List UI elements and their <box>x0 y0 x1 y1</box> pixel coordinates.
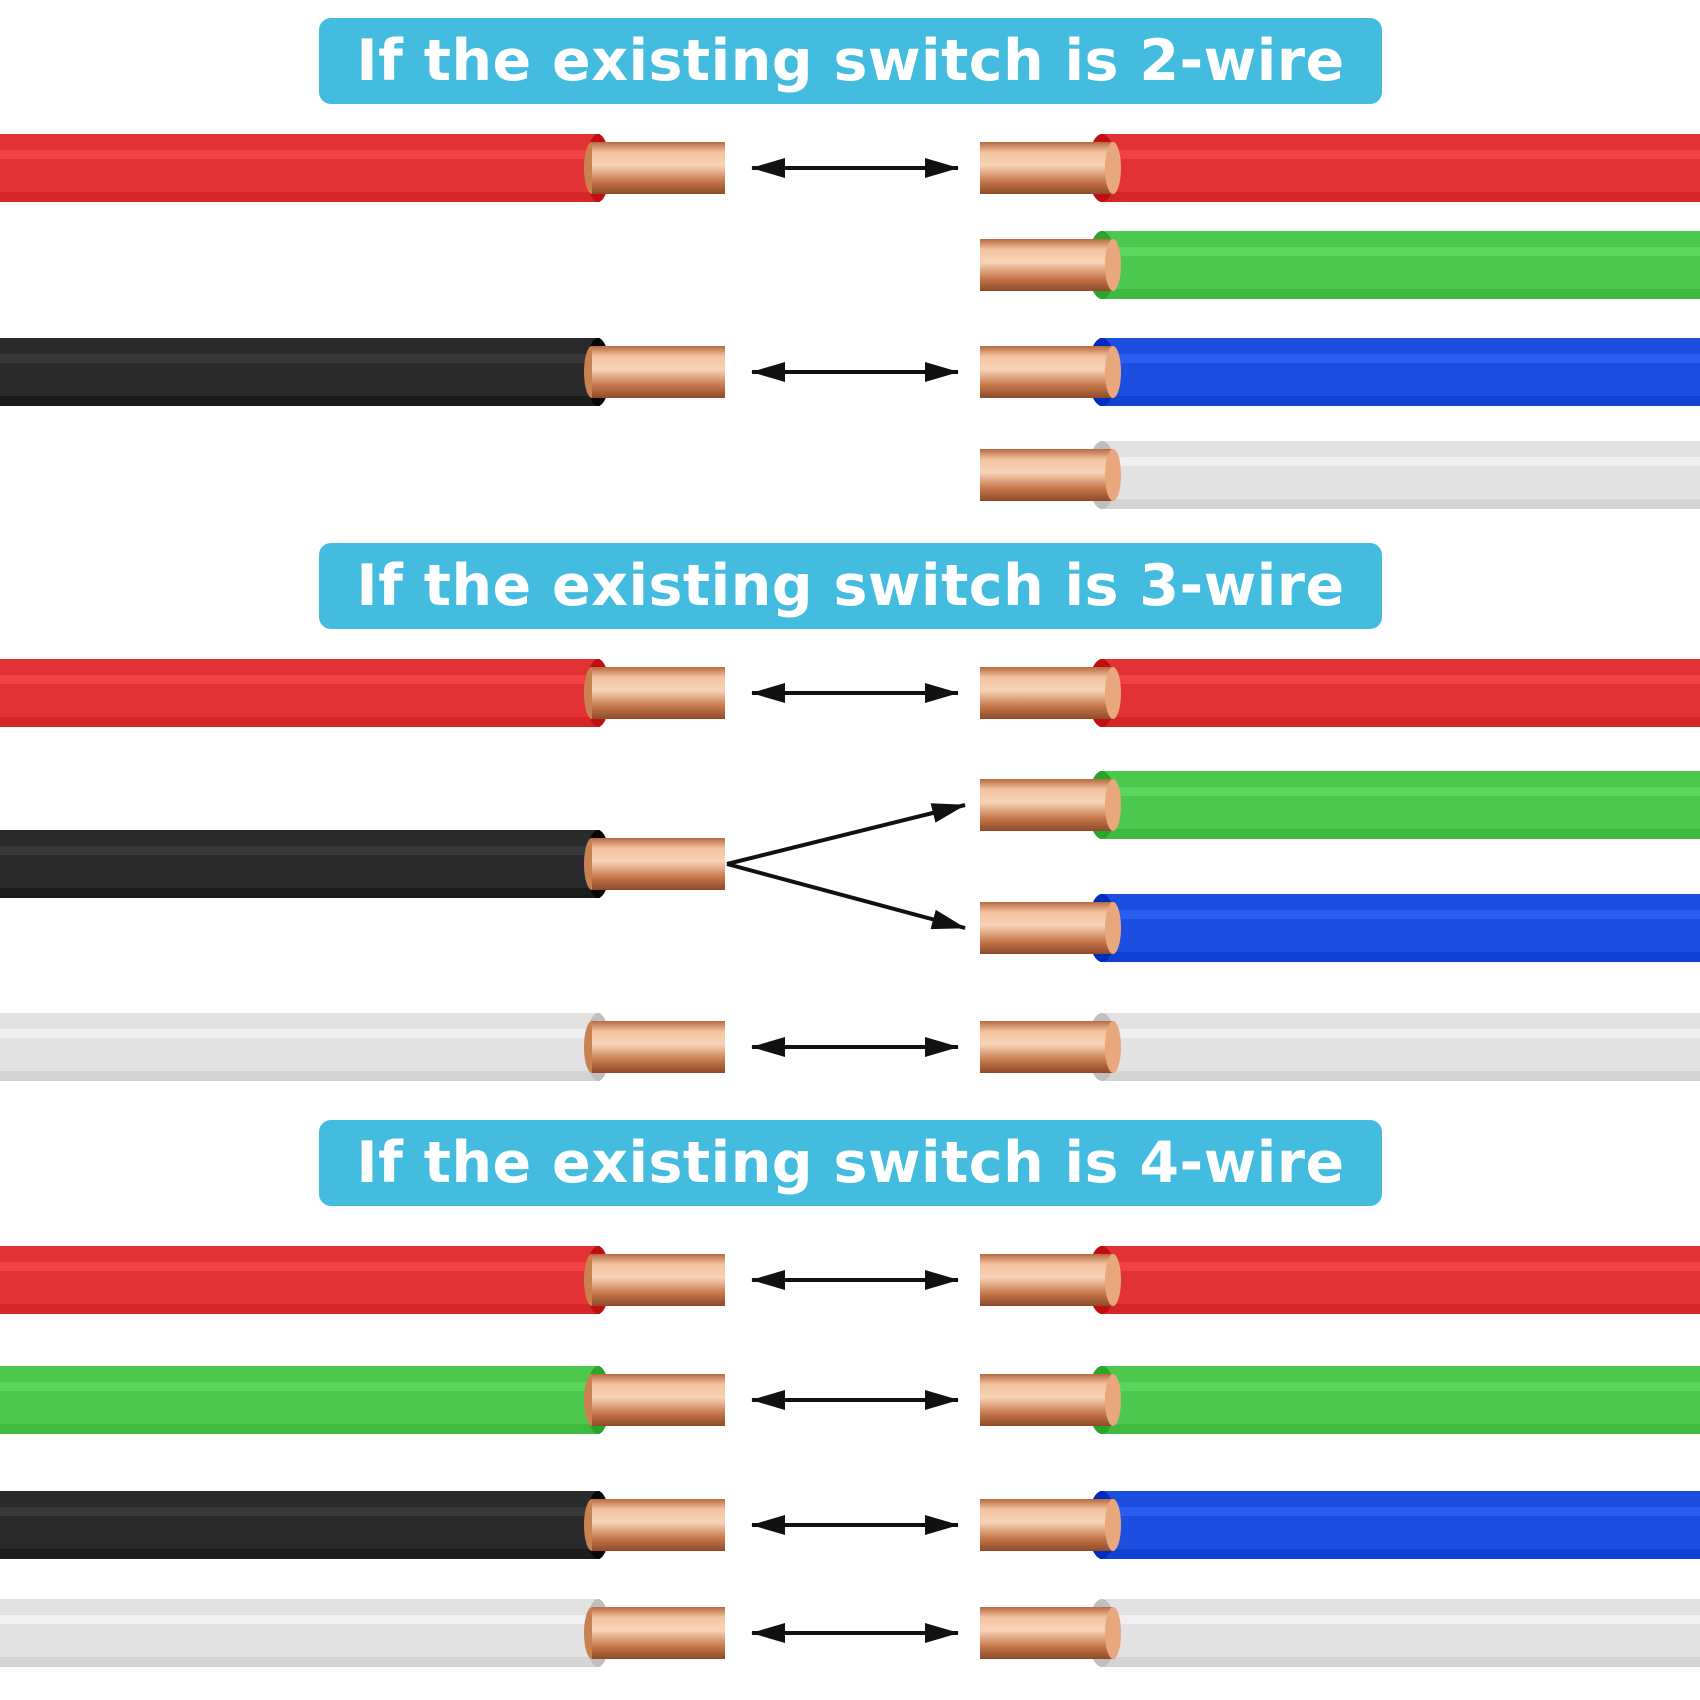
existing-wire-red <box>0 134 725 202</box>
section-title-4-wire: If the existing switch is 4-wire <box>356 1130 1345 1196</box>
new-wire-green <box>980 771 1700 839</box>
new-wire-white <box>980 1013 1700 1081</box>
wire-layer <box>0 134 1700 1667</box>
section-title-2-wire: If the existing switch is 2-wire <box>356 28 1345 94</box>
existing-wire-black <box>0 1491 725 1559</box>
existing-wire-black <box>0 830 725 898</box>
existing-wire-white <box>0 1599 725 1667</box>
existing-wire-green <box>0 1366 725 1434</box>
new-wire-red <box>980 659 1700 727</box>
existing-wire-black <box>0 338 725 406</box>
new-wire-blue <box>980 1491 1700 1559</box>
existing-wire-red <box>0 1246 725 1314</box>
section-banner-3-wire: If the existing switch is 3-wire <box>319 543 1382 629</box>
new-wire-white <box>980 441 1700 509</box>
arrow-layer <box>726 158 966 1643</box>
existing-wire-white <box>0 1013 725 1081</box>
new-wire-green <box>980 1366 1700 1434</box>
split-arrow-black-to-green <box>726 803 966 866</box>
section-banner-4-wire: If the existing switch is 4-wire <box>319 1120 1382 1206</box>
split-arrow-black-to-blue <box>726 862 966 930</box>
new-wire-blue <box>980 338 1700 406</box>
section-title-3-wire: If the existing switch is 3-wire <box>356 553 1345 619</box>
new-wire-red <box>980 134 1700 202</box>
new-wire-white <box>980 1599 1700 1667</box>
new-wire-red <box>980 1246 1700 1314</box>
new-wire-blue <box>980 894 1700 962</box>
existing-wire-red <box>0 659 725 727</box>
new-wire-green <box>980 231 1700 299</box>
section-banner-2-wire: If the existing switch is 2-wire <box>319 18 1382 104</box>
